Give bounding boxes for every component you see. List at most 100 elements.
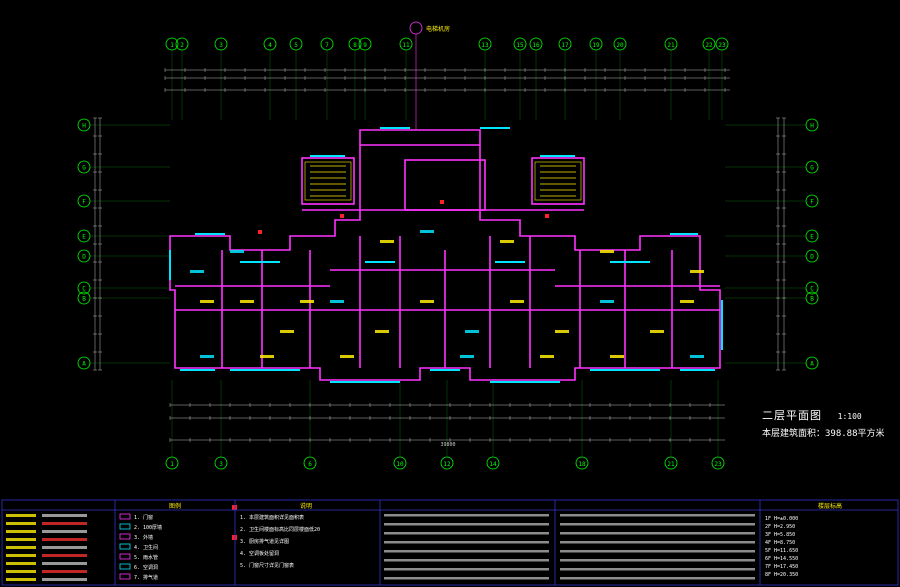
notes-filler-line xyxy=(384,523,549,526)
legend-left-table xyxy=(6,514,87,581)
room-label-mark xyxy=(375,330,389,333)
elevation-row-text: 1F H=±0.000 xyxy=(765,516,798,522)
legend-row-text: 1. 门窗 xyxy=(134,514,153,521)
notes-row-text: 3. 厨房排气道见详图 xyxy=(240,538,289,545)
bottom-axis-label: 14 xyxy=(489,461,497,468)
room-label-mark xyxy=(330,300,344,303)
top-axis-label: 17 xyxy=(561,42,569,49)
top-axis-label: 20 xyxy=(616,42,624,49)
axis-grid-lines xyxy=(90,50,806,457)
room-label-mark xyxy=(510,300,524,303)
notes-row-text: 5. 门窗尺寸详见门窗表 xyxy=(240,562,294,569)
legend-swatch xyxy=(119,533,131,540)
legend-cell xyxy=(42,538,87,541)
legend-cell xyxy=(6,578,36,581)
notes-filler-line xyxy=(384,532,549,535)
row-axis-label: G xyxy=(82,165,86,172)
room-label-mark xyxy=(650,330,664,333)
legend-cell xyxy=(6,546,36,549)
room-label-mark xyxy=(280,330,294,333)
top-callout: 电梯机房 xyxy=(409,21,450,130)
notes-header: 说明 xyxy=(300,502,312,510)
top-axis-label: 21 xyxy=(667,42,675,49)
notes-filler-text xyxy=(384,514,755,580)
legend-cell xyxy=(42,578,87,581)
bottom-axis-label: 1 xyxy=(170,461,174,468)
room-label-mark xyxy=(230,250,244,253)
notes-filler-line xyxy=(384,577,549,580)
row-axis-label: D xyxy=(810,254,814,261)
dimension-chains xyxy=(93,68,786,442)
legend-cell xyxy=(42,546,87,549)
notes-row-text: 1. 本层建筑面积详见面积表 xyxy=(240,514,304,521)
legend-swatch xyxy=(119,523,131,530)
room-label-mark xyxy=(380,240,394,243)
legend-row-text: 6. 空调洞 xyxy=(134,564,158,571)
notes-rows: 1. 本层建筑面积详见面积表 2. 卫生间楼面标高比同层楼面低20 3. 厨房排气道… xyxy=(240,514,320,569)
stair-treads xyxy=(304,161,582,201)
drawing-scale: 1:100 xyxy=(837,412,862,421)
drawing-title: 二层平面图 xyxy=(762,409,822,422)
room-labels xyxy=(190,230,704,358)
row-axis-label: G xyxy=(810,165,814,172)
window-openings xyxy=(169,127,723,383)
notes-filler-line xyxy=(384,559,549,562)
legend-swatch xyxy=(119,553,131,560)
top-axis-label: 9 xyxy=(363,42,367,49)
room-label-mark xyxy=(300,300,314,303)
row-axis-label: E xyxy=(810,234,814,241)
elevation-header: 楼层标高 xyxy=(818,502,842,510)
room-label-mark xyxy=(465,330,479,333)
drawing-title-block: 二层平面图 1:100 xyxy=(762,404,862,423)
legend-cell xyxy=(6,514,36,517)
building-walls xyxy=(169,129,721,381)
notes-filler-line xyxy=(384,541,549,544)
notes-filler-line xyxy=(384,514,549,517)
legend-swatch xyxy=(119,513,131,520)
top-axis-label: 7 xyxy=(325,42,329,49)
top-axis-label: 2 xyxy=(180,42,184,49)
row-axis-label: H xyxy=(810,123,814,130)
room-label-mark xyxy=(240,300,254,303)
room-label-mark xyxy=(460,355,474,358)
row-axis-label: B xyxy=(810,296,814,303)
bottom-axis-label: 6 xyxy=(308,461,312,468)
legend-cell xyxy=(6,570,36,573)
legend-cell xyxy=(6,530,36,533)
floor-area-note: 本层建筑面积：398.88平方米 xyxy=(762,429,885,439)
bottom-axis-label: 3 xyxy=(219,461,223,468)
room-label-mark xyxy=(200,355,214,358)
row-axis-label: E xyxy=(82,234,86,241)
legend-swatch xyxy=(119,573,131,580)
top-axis-label: 8 xyxy=(353,42,357,49)
top-callout-text: 电梯机房 xyxy=(426,25,450,33)
bottom-axis-label: 21 xyxy=(667,461,675,468)
row-axis-label: B xyxy=(82,296,86,303)
room-label-mark xyxy=(600,300,614,303)
bottom-legend-frame xyxy=(1,499,899,586)
room-label-mark xyxy=(690,270,704,273)
notes-filler-line xyxy=(384,568,549,571)
legend-cell xyxy=(6,522,36,525)
row-axis-label: F xyxy=(82,199,86,206)
row-axis-label: H xyxy=(82,123,86,130)
top-axis-label: 13 xyxy=(481,42,489,49)
row-axis-label: A xyxy=(82,361,86,368)
legend-swatch xyxy=(119,543,131,550)
notes-row-text: 2. 卫生间楼面标高比同层楼面低20 xyxy=(240,526,320,533)
row-axis-label: C xyxy=(82,286,86,293)
legend-swatch xyxy=(119,563,131,570)
top-axis-label: 4 xyxy=(268,42,272,49)
notes-filler-line xyxy=(560,532,755,535)
legend-cell xyxy=(42,562,87,565)
bottom-axis-label: 18 xyxy=(578,461,586,468)
bottom-axis-label: 12 xyxy=(443,461,451,468)
room-label-mark xyxy=(260,355,274,358)
row-axis-label: A xyxy=(810,361,814,368)
legend-row-text: 4. 卫生间 xyxy=(134,544,158,551)
elevation-row-text: 5F H=11.650 xyxy=(765,548,798,554)
elevation-row-text: 2F H=2.950 xyxy=(765,524,795,530)
